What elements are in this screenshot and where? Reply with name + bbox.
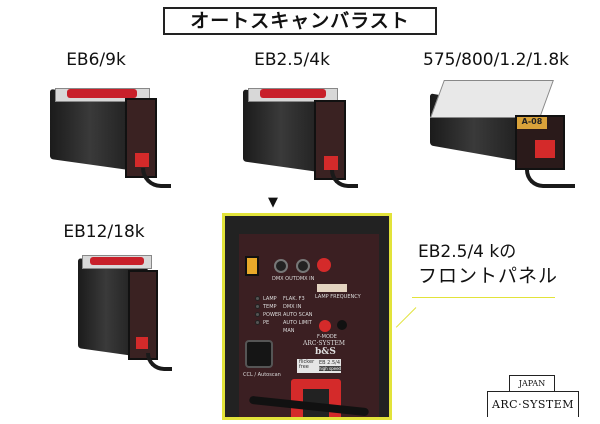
led-label: LAMP: [263, 296, 277, 302]
panel-brand: ARC·SYSTEM: [303, 340, 346, 347]
lamp-frequency-label: LAMP FREQUENCY: [315, 294, 361, 300]
led-label: MAN: [283, 328, 295, 334]
address-knob: [317, 258, 331, 272]
callout-line2: フロントパネル: [418, 265, 559, 287]
flicker-free-label: flicker free: [299, 359, 315, 370]
ccl-autoscan-label: CCL / Autoscan: [243, 372, 281, 378]
ccl-connector: [245, 340, 273, 368]
dmx-in-label: DMX IN: [296, 276, 315, 282]
logo-arc-system: ARC·SYSTEM: [487, 391, 579, 417]
led-label: FLAK. F3: [283, 296, 305, 302]
product-image-eb2-5-4k: [238, 78, 358, 193]
product-label-eb6-9k: EB6/9k: [66, 50, 126, 70]
power-switch: [245, 256, 259, 276]
frequency-knob: [337, 320, 347, 330]
page-title: オートスキャンバラスト: [163, 7, 437, 35]
callout-underline: [412, 297, 555, 298]
product-image-eb6-9k: [45, 78, 171, 193]
led-label: POWER: [263, 312, 282, 318]
dmx-out-label: DMX OUT: [272, 276, 296, 282]
arrow-down-icon: ▼: [268, 195, 278, 210]
dmx-in-connector: [296, 259, 310, 273]
led-label: DMX IN: [283, 304, 302, 310]
arc-system-logo: JAPAN ARC·SYSTEM: [487, 375, 579, 420]
led-label: PE: [263, 320, 270, 326]
model-label: EB 2.5/4: [319, 360, 340, 366]
fmode-button: [319, 320, 331, 332]
front-panel-photo: DMX OUT DMX IN LAMP FREQUENCY LAMP TEMP …: [222, 213, 392, 420]
led-label: TEMP: [263, 304, 277, 310]
callout-text: EB2.5/4 kの フロントパネル: [418, 240, 558, 288]
high-speed-label: high speed: [319, 366, 342, 371]
model-badge: A-08: [517, 117, 547, 129]
callout-line: [395, 307, 417, 328]
logo-japan: JAPAN: [509, 375, 555, 391]
dmx-out-connector: [274, 259, 288, 273]
product-image-575-1-8k: A-08: [425, 75, 575, 195]
product-label-575-1-8k: 575/800/1.2/1.8k: [423, 50, 569, 70]
panel-logo: b&S: [315, 347, 336, 357]
product-label-eb12-18k: EB12/18k: [63, 222, 145, 242]
callout-line1: EB2.5/4 kの: [418, 242, 517, 262]
fmode-label: F-MODE: [317, 334, 337, 340]
product-image-eb12-18k: [68, 245, 173, 375]
display: [317, 284, 347, 292]
led-label: AUTO LIMIT: [283, 320, 312, 326]
product-label-eb2-5-4k: EB2.5/4k: [254, 50, 330, 70]
led-label: AUTO SCAN: [283, 312, 313, 318]
